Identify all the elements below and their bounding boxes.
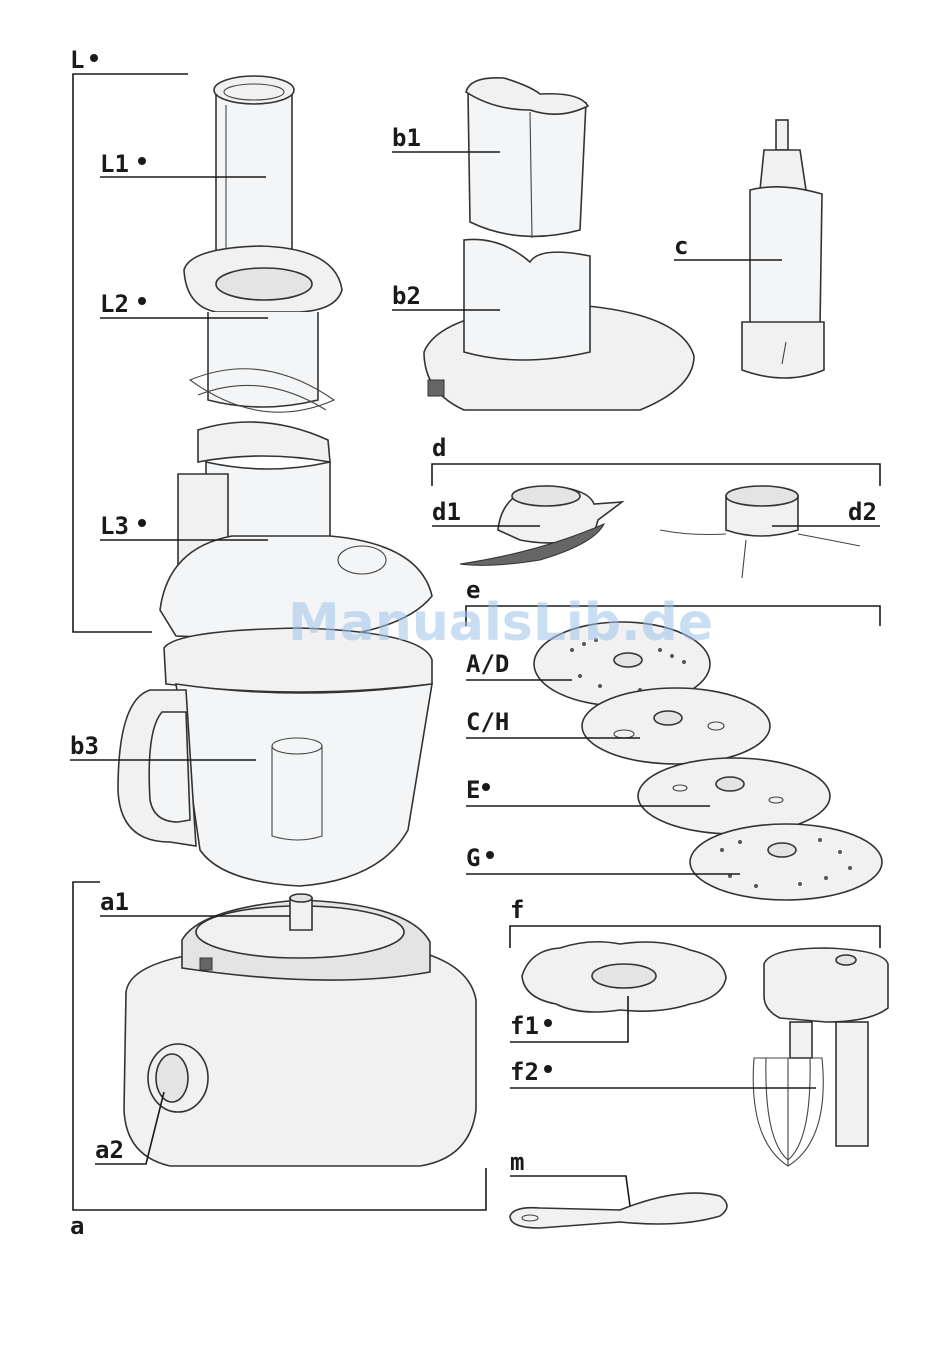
bullet-dot — [138, 519, 146, 527]
part-c-drive-unit — [742, 120, 824, 378]
part-b2-lid — [424, 239, 694, 410]
part-b1-pusher — [466, 78, 588, 238]
label-c: c — [674, 232, 688, 260]
bullet-dot — [138, 157, 146, 165]
group-b: b1 b2 — [392, 78, 694, 410]
bullet-dot — [482, 783, 490, 791]
group-L: L L1 L2 L3 — [70, 46, 432, 640]
part-b3-bowl — [118, 628, 432, 886]
label-L3: L3 — [100, 512, 129, 540]
label-d2: d2 — [848, 498, 877, 526]
group-d: d d1 d2 — [432, 434, 880, 578]
part-L1-pusher — [214, 76, 294, 265]
label-CH: C/H — [466, 708, 509, 736]
label-f1: f1 — [510, 1012, 539, 1040]
label-b1: b1 — [392, 124, 421, 152]
group-f: f f1 f2 — [510, 896, 888, 1166]
label-f: f — [510, 896, 524, 924]
bracket-f — [510, 926, 880, 948]
part-disc-G — [690, 824, 882, 900]
bullet-dot — [544, 1019, 552, 1027]
label-a: a — [70, 1212, 84, 1240]
label-AD: A/D — [466, 650, 509, 678]
group-c: c — [674, 120, 824, 378]
label-L2: L2 — [100, 290, 129, 318]
part-f1-disc — [522, 942, 726, 1012]
label-d: d — [432, 434, 446, 462]
group-b3: b3 — [70, 628, 432, 886]
group-a: a a1 a2 — [70, 882, 486, 1240]
bullet-dot — [486, 851, 494, 859]
part-f2-whisk — [753, 948, 888, 1166]
part-a-motor-base — [124, 894, 476, 1166]
bullet-dot — [90, 54, 98, 62]
bracket-L — [73, 74, 188, 632]
watermark: ManualsLib.de — [288, 593, 713, 653]
part-disc-CH — [582, 688, 770, 764]
part-disc-E — [638, 758, 830, 834]
label-a1: a1 — [100, 888, 129, 916]
bullet-dot — [138, 297, 146, 305]
part-d2-emulsifier — [660, 486, 860, 578]
label-m: m — [510, 1148, 524, 1176]
bracket-d — [432, 464, 880, 486]
label-a2: a2 — [95, 1136, 124, 1164]
label-d1: d1 — [432, 498, 461, 526]
label-b3: b3 — [70, 732, 99, 760]
label-L: L — [70, 46, 84, 74]
label-L1: L1 — [100, 150, 129, 178]
label-E: E — [466, 776, 480, 804]
group-m: m — [510, 1148, 727, 1228]
bullet-dot — [544, 1065, 552, 1073]
label-f2: f2 — [510, 1058, 539, 1086]
label-b2: b2 — [392, 282, 421, 310]
part-m-spatula — [510, 1193, 727, 1228]
label-G: G — [466, 844, 480, 872]
part-L2-ring — [184, 246, 342, 412]
leader-m — [510, 1176, 630, 1206]
